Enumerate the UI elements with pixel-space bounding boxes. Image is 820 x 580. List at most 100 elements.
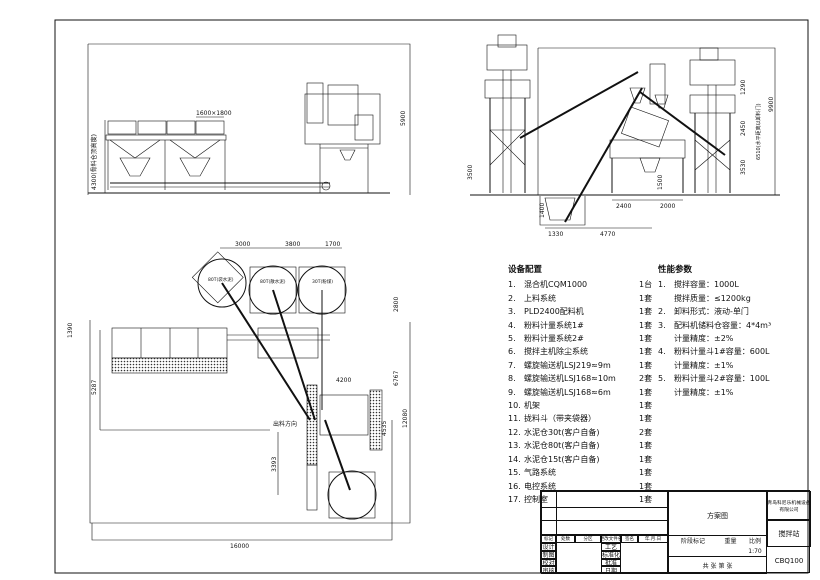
- dim-1500: 1500: [657, 175, 664, 190]
- equipment-number: 3.: [508, 307, 516, 317]
- belt-conveyor-inclined: [564, 87, 643, 223]
- equipment-qty: 1套: [639, 441, 653, 451]
- equipment-item: 11.拢料斗（带夹袋器）1套: [508, 412, 652, 425]
- equipment-qty: 1台: [639, 280, 653, 290]
- performance-item: 2.卸料形式：液动-单门: [658, 305, 771, 318]
- performance-item: 5.粉料计量斗2#容量：100L: [658, 372, 771, 385]
- equipment-name: 搅拌主机除尘系统: [524, 347, 588, 357]
- sheet-count: 共 张 第 张: [702, 563, 733, 570]
- dim-4770: 4770: [600, 231, 615, 238]
- equipment-qty: 1套: [639, 293, 653, 303]
- equipment-qty: 1套: [639, 320, 653, 330]
- equipment-name: PLD2400配料机: [524, 307, 584, 317]
- dim-3393: 3393: [271, 457, 278, 472]
- performance-number: 4.: [658, 347, 666, 357]
- equipment-qty: 1套: [639, 454, 653, 464]
- revision-header: 更改文件名: [599, 535, 623, 543]
- equipment-number: 16.: [508, 481, 521, 491]
- equipment-qty: 1套: [639, 307, 653, 317]
- dim-2400: 2400: [616, 203, 631, 210]
- dim-height-total: 5900: [400, 111, 407, 126]
- revision-header: 标记: [541, 535, 556, 543]
- front-elevation-view: 3500 1290 2450 3530 9900 6510(水平距离以卸料门) …: [467, 34, 780, 238]
- product-name: 搅拌站: [778, 529, 800, 538]
- signoff-role: 制图: [541, 550, 556, 560]
- discharge-direction-label: 出料方向: [273, 420, 297, 428]
- equipment-name: 螺旋输送机LSJ168≈6m: [524, 387, 611, 397]
- silo-label: 80T(袋水泥): [208, 276, 234, 283]
- dim-12080: 12080: [402, 409, 409, 428]
- drawing-frame: [54, 19, 809, 574]
- signoff-role: 批准: [601, 558, 621, 567]
- performance-number: [658, 359, 674, 372]
- dim-6767: 6767: [393, 371, 400, 386]
- pit-hopper: [544, 197, 576, 221]
- equipment-qty: 1套: [639, 387, 653, 397]
- dim-mixer-height: 6510(水平距离以卸料门): [755, 103, 762, 160]
- screw-conveyor: [519, 71, 639, 139]
- equipment-qty: 1套: [639, 414, 653, 424]
- signoff-role: 日期: [601, 566, 621, 575]
- dim-1700: 1700: [325, 241, 340, 248]
- equipment-number: 10.: [508, 401, 521, 411]
- hatched-wall: [369, 389, 383, 451]
- dim-1290: 1290: [740, 80, 747, 95]
- screw-conveyor: [639, 91, 726, 156]
- equipment-qty: 1套: [639, 334, 653, 344]
- equipment-item: 13.水泥仓80t(客户自备)1套: [508, 439, 652, 452]
- performance-item: 计量精度：±1%: [658, 386, 771, 399]
- equipment-qty: 2套: [639, 427, 653, 437]
- company-name: 青岛科尼乐机械设备有限公司: [767, 500, 811, 513]
- revision-header: 分区: [575, 535, 601, 543]
- silo-tower-right: [689, 47, 736, 193]
- equipment-qty: 1套: [639, 401, 653, 411]
- equipment-number: 1.: [508, 280, 516, 290]
- mixer-plan: [319, 394, 369, 436]
- dim-3530: 3530: [740, 160, 747, 175]
- equipment-item: 4.粉料计量系统1#1套: [508, 319, 652, 332]
- stage-mark-label: 阶段标记: [680, 538, 705, 545]
- performance-text: 卸料形式：液动-单门: [674, 307, 749, 317]
- equipment-number: 6.: [508, 347, 516, 357]
- equipment-number: 9.: [508, 387, 516, 397]
- equipment-number: 17.: [508, 494, 521, 504]
- revision-header: 签名: [621, 535, 638, 543]
- equipment-number: 14.: [508, 454, 521, 464]
- equipment-item: 1. 混合机CQM1000 1台: [508, 278, 652, 291]
- aggregate-bins: [105, 120, 227, 190]
- equipment-number: 8.: [508, 374, 516, 384]
- equipment-name: 螺旋输送机LSJ168≈10m: [524, 374, 616, 384]
- silo-tower-left: [484, 34, 531, 193]
- equipment-name: 水泥仓30t(客户自备): [524, 427, 600, 437]
- scale-value: 1:70: [748, 548, 762, 555]
- equipment-name: 控制室: [524, 494, 548, 504]
- performance-text: 搅拌质量：≤1200kg: [674, 293, 751, 303]
- performance-number: [658, 386, 674, 399]
- signoff-role: 设计: [541, 543, 556, 552]
- performance-number: 1.: [658, 280, 666, 290]
- equipment-name: 水泥仓15t(客户自备): [524, 454, 600, 464]
- side-elevation-view: 4300(骨料仓顶高度) 1600×1800 5900: [87, 43, 411, 195]
- equipment-name: 混合机CQM1000: [524, 280, 588, 290]
- dim-1390: 1390: [67, 323, 74, 338]
- performance-title: 性能参数: [658, 265, 693, 275]
- dim-tower-height: 3500: [467, 165, 474, 180]
- performance-text: 粉料计量斗1#容量：600L: [674, 347, 770, 357]
- dim-3000: 3000: [235, 241, 250, 248]
- performance-text: 计量精度：±1%: [674, 387, 734, 397]
- equipment-item: 3. PLD2400配料机 1套: [508, 305, 652, 318]
- performance-number: 3.: [658, 320, 666, 330]
- plan-view: 3000 3800 1700 80T(袋水泥) 80T(散水泥) 30T(粉煤): [67, 241, 411, 550]
- dim-1330: 1330: [548, 231, 563, 238]
- stairs: [306, 464, 318, 511]
- performance-text: 粉料计量斗2#容量：100L: [674, 374, 770, 384]
- performance-number: [658, 332, 674, 345]
- equipment-qty: 1套: [639, 360, 653, 370]
